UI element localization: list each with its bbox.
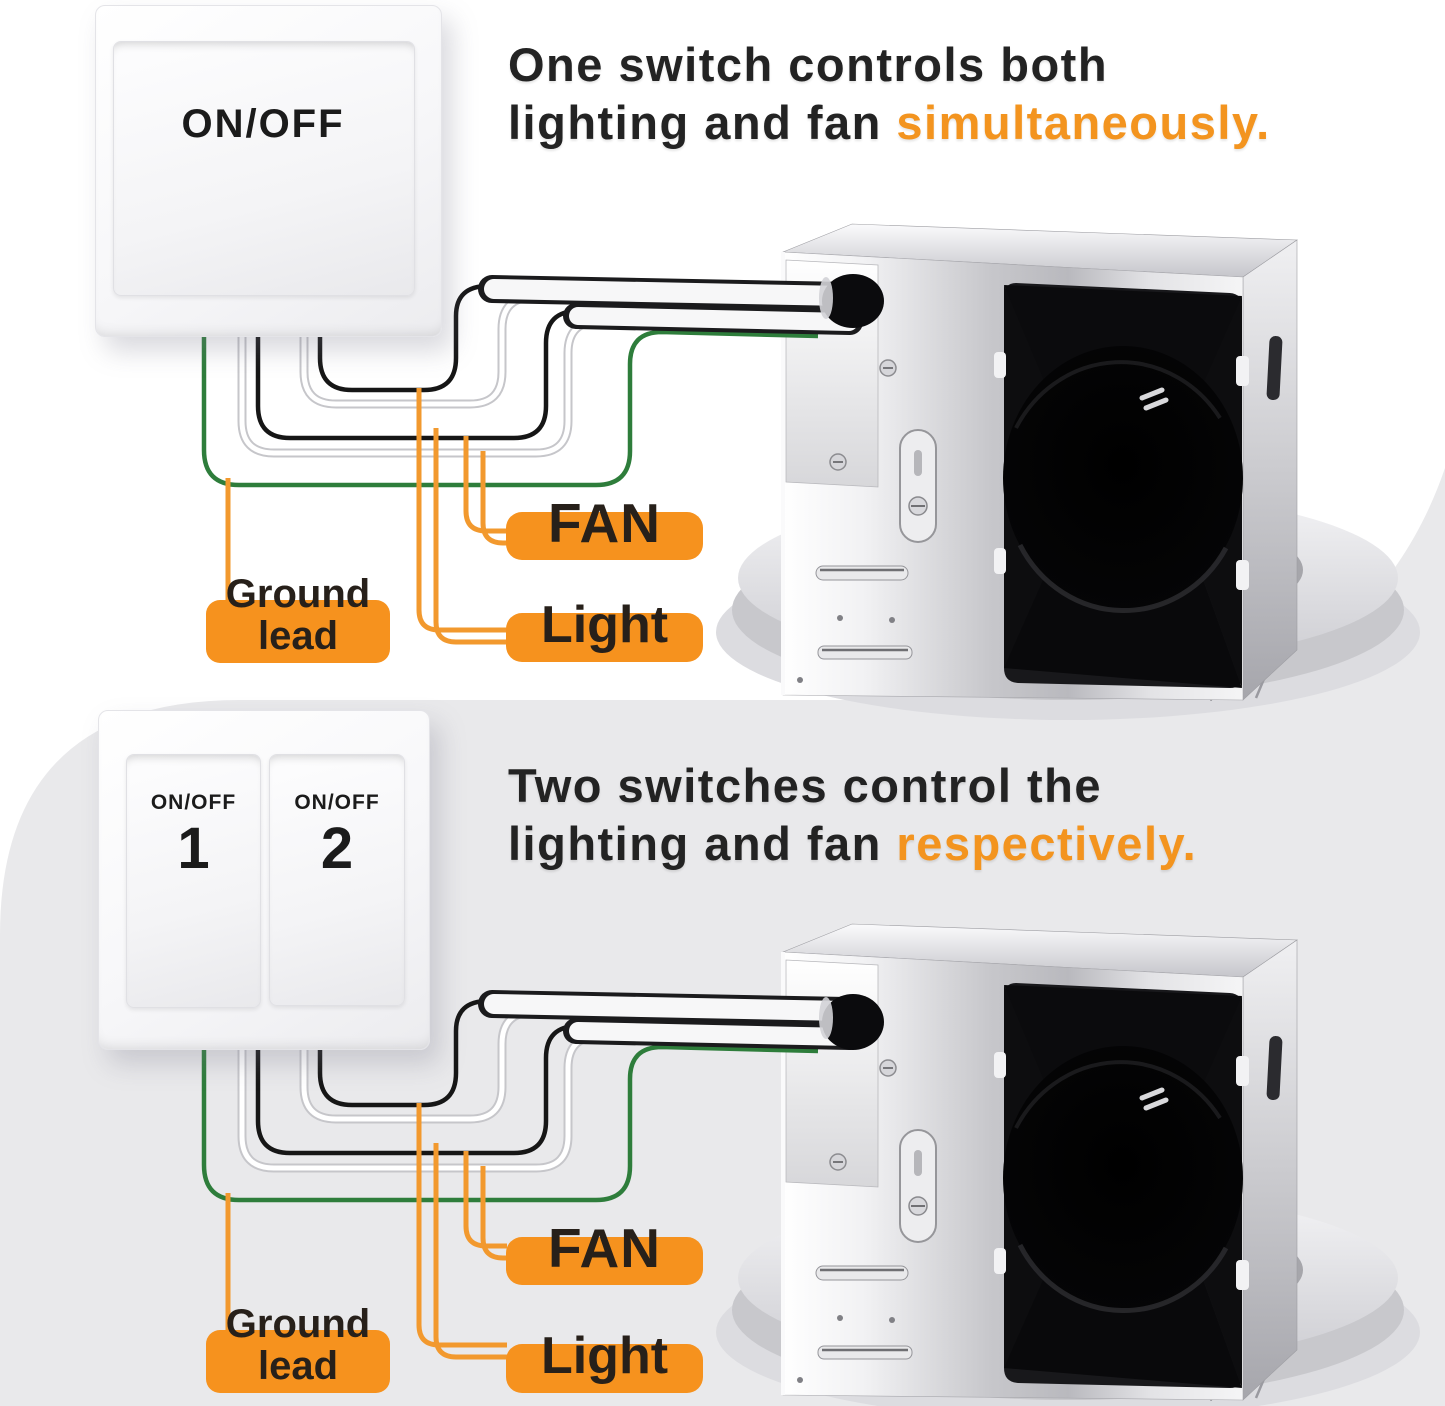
- ground-callout-top: Ground lead: [206, 573, 390, 663]
- heading-top-line1: One switch controls both: [508, 38, 1109, 91]
- heading-top: One switch controls both lighting and fa…: [508, 36, 1438, 152]
- wire-entry-hole-bottom: [819, 994, 884, 1050]
- heading-top-line2: lighting and fan simultaneously.: [508, 94, 1438, 152]
- light-callout-top-text: Light: [540, 595, 669, 654]
- fan-callout-top: FAN: [506, 492, 703, 560]
- ground-callout-top-text: Ground lead: [225, 571, 371, 658]
- rocker2-number: 2: [320, 816, 354, 881]
- heading-bottom-line2: lighting and fan respectively.: [508, 815, 1438, 873]
- light-callout-top: Light: [506, 596, 703, 662]
- rocker1-number: 1: [177, 816, 210, 881]
- fan-callout-top-text: FAN: [548, 492, 661, 554]
- light-callout-bottom: Light: [506, 1327, 703, 1393]
- fan-callout-bottom: FAN: [506, 1217, 703, 1285]
- rocker2-label: ON/OFF: [294, 791, 380, 814]
- heading-bottom-line2-black: lighting and fan: [508, 817, 882, 870]
- rocker1-label: ON/OFF: [150, 791, 237, 814]
- heading-bottom: Two switches control the lighting and fa…: [508, 757, 1438, 873]
- ground-callout-bottom: Ground lead: [206, 1303, 390, 1393]
- heading-bottom-accent: respectively.: [896, 817, 1198, 870]
- double-switch-plate: ON/OFF 1 ON/OFF 2: [98, 710, 430, 1050]
- double-switch-rocker-2[interactable]: ON/OFF 2: [269, 754, 405, 1006]
- single-switch-label: ON/OFF: [181, 102, 345, 146]
- light-callout-bottom-text: Light: [540, 1326, 669, 1385]
- single-switch-rocker[interactable]: [113, 41, 415, 296]
- fan-callout-bottom-text: FAN: [548, 1217, 661, 1279]
- single-switch-plate: [95, 5, 442, 337]
- heading-bottom-line1: Two switches control the: [508, 759, 1102, 812]
- ground-callout-bottom-text: Ground lead: [225, 1301, 371, 1388]
- heading-top-line2-black: lighting and fan: [508, 96, 882, 149]
- heading-top-accent: simultaneously.: [896, 96, 1271, 149]
- double-switch-rocker-1[interactable]: ON/OFF 1: [126, 754, 261, 1008]
- wire-entry-hole-top: [819, 274, 884, 328]
